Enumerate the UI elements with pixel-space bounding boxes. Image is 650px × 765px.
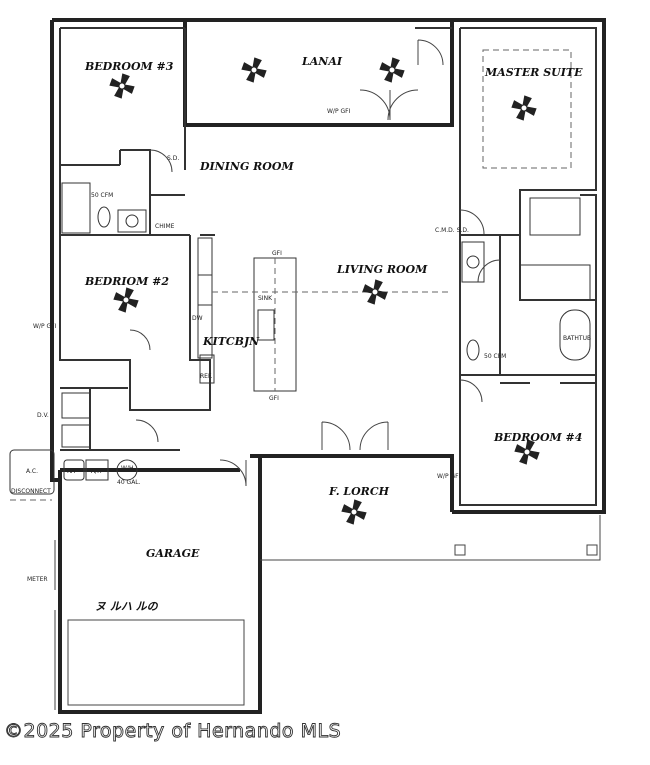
note-chime: CHIME bbox=[155, 223, 175, 230]
label-lanai: LANAI bbox=[301, 55, 343, 68]
porch-outline bbox=[67, 515, 601, 706]
label-living-room: LIVING ROOM bbox=[336, 263, 428, 276]
electrical bbox=[9, 449, 138, 710]
ceiling-fan-icon bbox=[511, 95, 537, 121]
note-gfi-a: GFI bbox=[272, 250, 282, 257]
note-meter: METER bbox=[27, 576, 48, 583]
label-kitchen: KITCBJN bbox=[202, 335, 260, 348]
note-ah: A/H bbox=[91, 468, 102, 475]
note-bath: BATHTUB bbox=[563, 335, 591, 342]
label-front-porch: F. LORCH bbox=[328, 485, 390, 498]
note-wp-gfi-c: W/P GFI bbox=[437, 473, 461, 480]
ceiling-fan-icon bbox=[241, 57, 267, 83]
interior-walls bbox=[59, 27, 597, 506]
ceiling-fan-icon bbox=[379, 57, 405, 83]
kitchen-fixtures bbox=[197, 237, 452, 392]
note-ref: REF. bbox=[200, 373, 212, 380]
label-garage: GARAGE bbox=[146, 547, 200, 560]
ceiling-fan-icon bbox=[113, 287, 139, 313]
label-bedroom-4: BEDROOM #4 bbox=[493, 431, 582, 444]
note-fan-50cfm-a: 50 CFM bbox=[91, 192, 113, 199]
note-gfi-b: GFI bbox=[269, 395, 279, 402]
ceiling-fan-icon bbox=[362, 279, 388, 305]
note-wp-gfi-a: W/P GFI bbox=[327, 108, 351, 115]
label-bedroom-2: BEDRIOM #2 bbox=[84, 275, 169, 288]
label-bedroom-3: BEDROOM #3 bbox=[84, 60, 174, 73]
note-dv: D.V. bbox=[37, 412, 49, 419]
note-cmd-sd: C.M.D. S.D. bbox=[435, 227, 469, 234]
note-wh: W/H bbox=[121, 465, 133, 472]
ceiling-fans bbox=[109, 57, 540, 525]
ceiling-fan-icon bbox=[109, 73, 135, 99]
watermark: ©2025 Property of Hernando MLS bbox=[4, 720, 341, 742]
doors bbox=[129, 39, 501, 487]
label-dining-room: DINING ROOM bbox=[199, 160, 294, 173]
note-sd: S.D. bbox=[167, 155, 179, 162]
ceiling-fan-icon bbox=[514, 439, 540, 465]
note-fan-50cfm-b: 50 CFM bbox=[484, 353, 506, 360]
ceiling-fan-icon bbox=[341, 499, 367, 525]
note-wh-gal: 40 GAL. bbox=[117, 479, 141, 486]
note-sink: SINK bbox=[258, 295, 273, 302]
note-disconnect: DISCONNECT bbox=[11, 488, 51, 495]
note-wp-gfi-b: W/P GFI bbox=[33, 323, 57, 330]
note-ra: RA bbox=[67, 468, 76, 475]
fixtures bbox=[61, 49, 591, 448]
note-ac: A.C. bbox=[26, 468, 38, 475]
note-dw: DW bbox=[192, 315, 203, 322]
label-master-suite: MASTER SUITE bbox=[484, 66, 583, 79]
note-garage-sketch: ヌ ルハ ルの bbox=[95, 600, 159, 613]
